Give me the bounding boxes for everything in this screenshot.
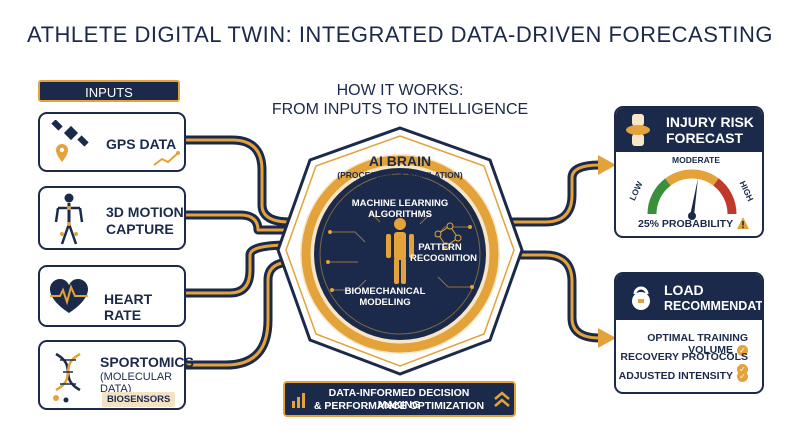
ai-brain-subtitle: (PROCESSING & SIMULATION) (337, 170, 463, 180)
motion-label-line2: CAPTURE (106, 221, 174, 237)
ai-brain-title: AI BRAIN (368, 153, 432, 169)
load-title-line1: LOAD (664, 282, 704, 298)
recommendation-item: RECOVERY PROTOCOLS✓ (616, 351, 748, 375)
knee-joint-icon (626, 114, 650, 146)
recommendation-text: OPTIMAL TRAINING VOLUME (647, 332, 748, 356)
gps-label: GPS DATA (106, 136, 177, 152)
check-icon: ✓ (737, 370, 748, 382)
page-title: ATHLETE DIGITAL TWIN: INTEGRATED DATA-DR… (27, 22, 773, 47)
check-icon: ✓ (737, 344, 748, 356)
double-chevron-up-icon (494, 391, 510, 407)
inputs-header: INPUTS (38, 80, 180, 102)
heart-icon (50, 279, 88, 313)
sportomics-label: SPORTOMICS (100, 354, 194, 370)
injury-title-line1: INJURY RISK (666, 114, 754, 130)
check-icon: ✓ (737, 363, 748, 375)
input-card-motion: 3D MOTION CAPTURE (38, 186, 186, 250)
probability-text: 25% PROBABILITY (638, 218, 734, 230)
gauge-needle (690, 178, 698, 217)
load-title-line2: RECOMMENDATIONS (664, 299, 764, 313)
ai-brain-graphic (276, 126, 524, 376)
biosensors-badge: BIOSENSORS (102, 392, 176, 407)
trend-icon (153, 151, 180, 166)
input-card-heart-rate: HEART RATE (38, 265, 186, 327)
biomech-label-line2: MODELING (359, 297, 411, 308)
load-recommendations-card: LOAD RECOMMENDATIONS OPTIMAL TRAINING VO… (614, 272, 764, 394)
decision-making-banner: DATA-INFORMED DECISION MAKING & PERFORMA… (283, 381, 516, 417)
dna-icon (53, 352, 81, 403)
input-card-sportomics: SPORTOMICS (MOLECULAR DATA) BIOSENSORS (38, 340, 194, 410)
recommendation-item: OPTIMAL TRAINING VOLUME✓ (616, 332, 748, 356)
how-it-works-heading: HOW IT WORKS: (336, 82, 464, 99)
kettlebell-icon (632, 286, 650, 310)
satellite-icon (51, 120, 89, 162)
risk-gauge (647, 169, 737, 220)
how-it-works-subheading: FROM INPUTS TO INTELLIGENCE (271, 101, 529, 118)
recommendation-text: ADJUSTED INTENSITY (618, 370, 733, 382)
skeleton-icon (54, 193, 84, 245)
motion-label-line1: 3D MOTION (106, 204, 184, 220)
banner-line1: DATA-INFORMED DECISION MAKING (328, 387, 470, 411)
bar-chart-icon (292, 393, 305, 408)
biomech-label-line1: BIOMECHANICAL (344, 286, 426, 297)
input-card-gps: GPS DATA (38, 112, 186, 172)
warning-icon (737, 217, 749, 229)
recommendation-item: ADJUSTED INTENSITY ✓ (619, 370, 748, 382)
pattern-label-line1: PATTERN (418, 242, 462, 253)
ml-label-line2: ALGORITHMS (368, 209, 432, 220)
injury-risk-card: INJURY RISK FORECAST LOW MODERATE HIGH 2… (614, 106, 764, 238)
recommendation-text: RECOVERY PROTOCOLS (620, 351, 748, 363)
ml-label-line1: MACHINE LEARNING (351, 198, 449, 209)
banner-line2: & PERFORMANCE OPTIMIZATION (313, 400, 485, 412)
pattern-label-line2: RECOGNITION (410, 253, 478, 264)
gauge-moderate-label: MODERATE (672, 155, 721, 165)
heart-rate-label: HEART RATE (104, 291, 153, 323)
injury-title-line2: FORECAST (666, 130, 743, 146)
